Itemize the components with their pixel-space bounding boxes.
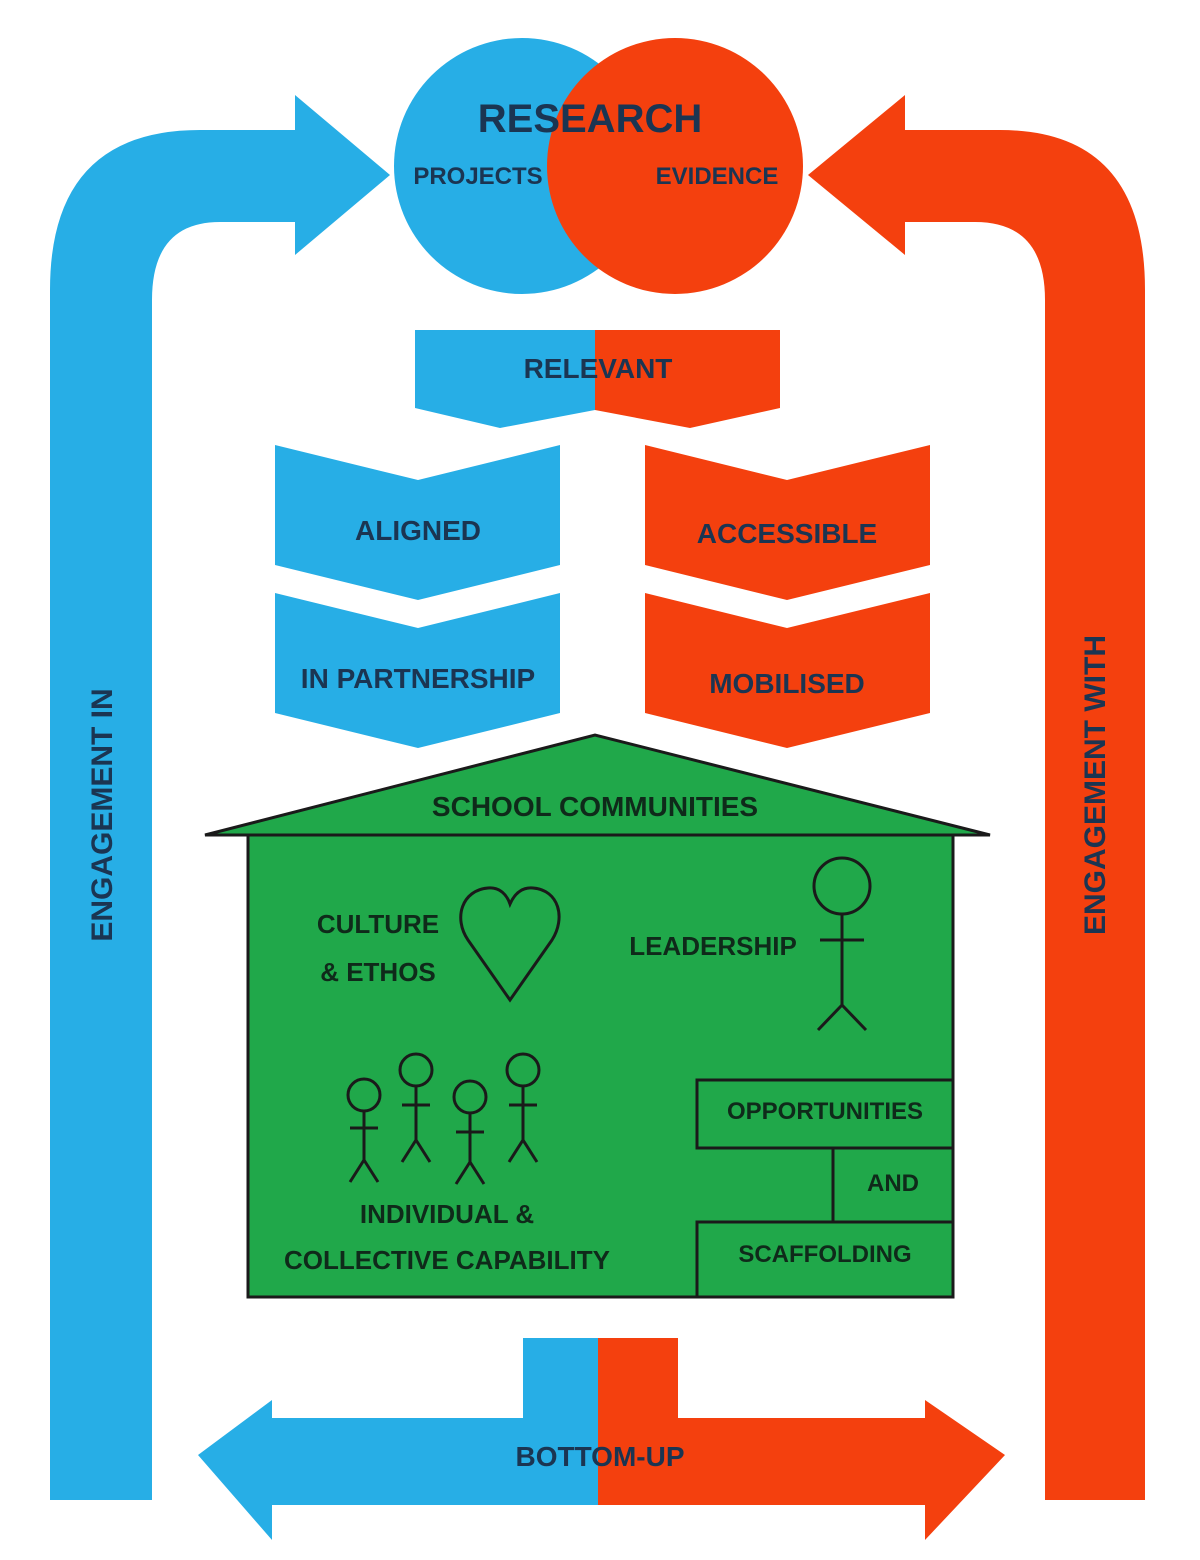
in-partnership-label: IN PARTNERSHIP [301, 663, 535, 694]
evidence-label: EVIDENCE [656, 163, 779, 190]
mobilised-label: MOBILISED [709, 668, 865, 699]
engagement-with-label: ENGAGEMENT WITH [1079, 635, 1112, 935]
evidence-circle [547, 38, 803, 294]
relevant-chevron: RELEVANT [415, 330, 780, 428]
opportunities-label: OPPORTUNITIES [727, 1098, 923, 1125]
steps-block [695, 1078, 955, 1299]
bottom-up-label: BOTTOM-UP [515, 1441, 684, 1472]
engagement-in-arrow: ENGAGEMENT IN [50, 95, 390, 1500]
collective-capability-label: COLLECTIVE CAPABILITY [284, 1245, 610, 1275]
scaffolding-label: SCAFFOLDING [738, 1241, 911, 1268]
research-title: RESEARCH [478, 97, 702, 141]
person-icon [452, 1079, 488, 1185]
mobilised-chevron: MOBILISED [645, 593, 930, 748]
accessible-label: ACCESSIBLE [697, 518, 877, 549]
bottom-up-arrow: BOTTOM-UP [198, 1338, 1005, 1540]
ethos-label: & ETHOS [320, 957, 436, 987]
engagement-with-arrow: ENGAGEMENT WITH [808, 95, 1145, 1500]
and-label: AND [867, 1170, 919, 1197]
person-icon [812, 856, 872, 1032]
person-icon [398, 1052, 434, 1163]
relevant-label: RELEVANT [524, 353, 673, 384]
aligned-chevron: ALIGNED [275, 445, 560, 600]
individual-label: INDIVIDUAL & [360, 1199, 534, 1229]
person-icon [505, 1052, 541, 1163]
aligned-label: ALIGNED [355, 515, 481, 546]
projects-label: PROJECTS [413, 163, 542, 190]
research-venn: RESEARCH PROJECTS EVIDENCE [394, 38, 803, 294]
accessible-chevron: ACCESSIBLE [645, 445, 930, 600]
in-partnership-chevron: IN PARTNERSHIP [275, 593, 560, 748]
heart-icon [459, 886, 561, 1003]
culture-label: CULTURE [317, 909, 439, 939]
people-group-icon [346, 1052, 541, 1185]
house-body [246, 833, 955, 1299]
person-icon [346, 1077, 382, 1183]
school-communities-label: SCHOOL COMMUNITIES [432, 791, 758, 822]
engagement-in-label: ENGAGEMENT IN [86, 688, 119, 941]
school-house: SCHOOL COMMUNITIES CULTURE & ETHOS LEADE… [204, 733, 991, 1299]
leadership-label: LEADERSHIP [629, 931, 797, 961]
